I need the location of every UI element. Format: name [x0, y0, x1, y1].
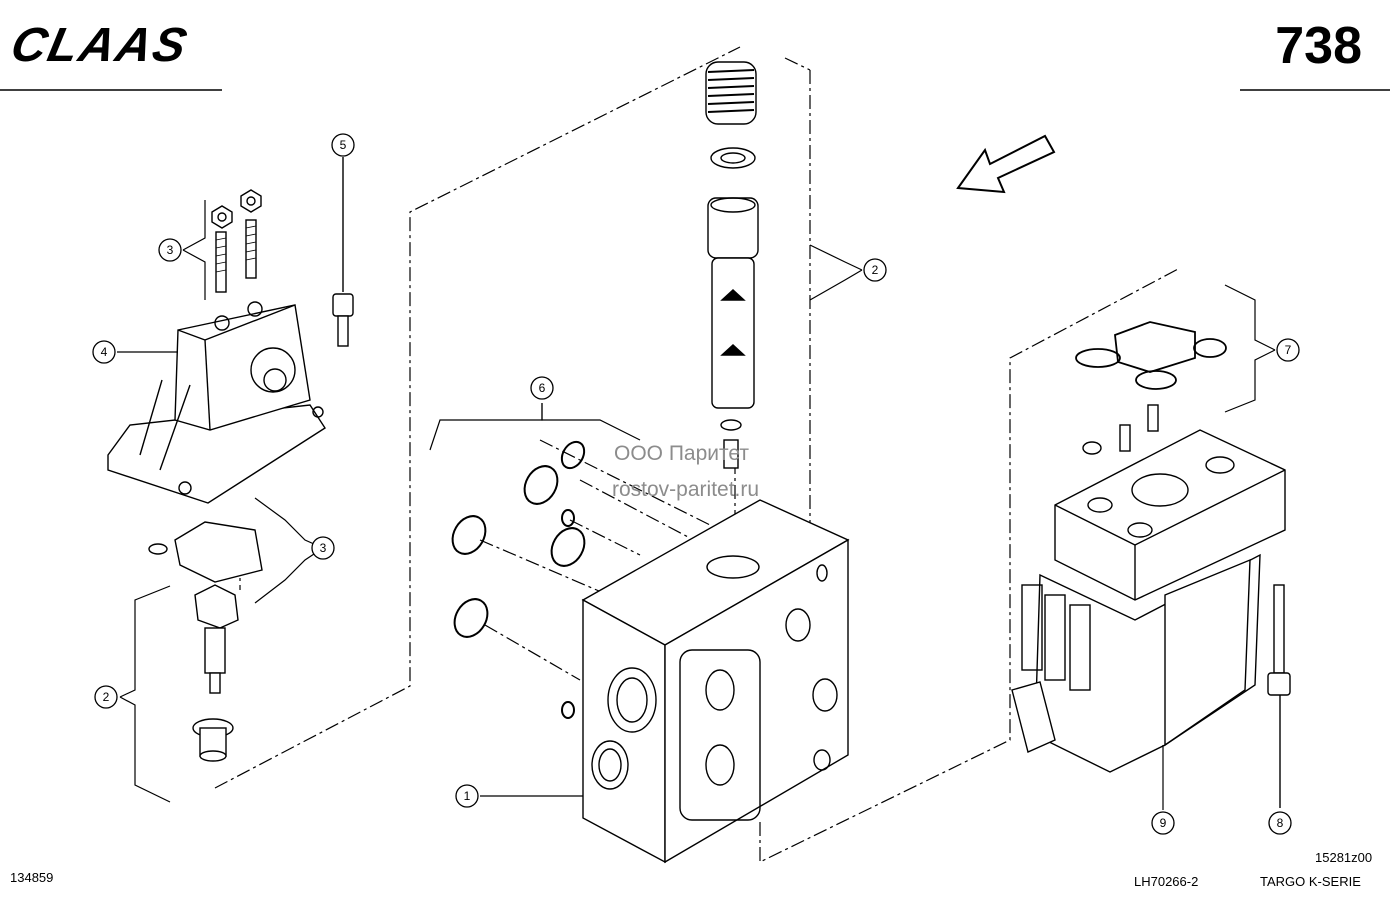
callout-6	[530, 376, 554, 400]
page-number: 738	[1275, 17, 1362, 75]
callout-2-left	[94, 685, 118, 709]
series-name: TARGO K-SERIE	[1260, 874, 1361, 889]
gaskets-part-7	[1075, 321, 1227, 390]
callout-5	[331, 133, 355, 157]
callout-label-5: 5	[340, 138, 347, 152]
plunger-part-2-left	[192, 584, 239, 762]
figure-code: 15281z00	[1315, 850, 1373, 865]
drawing-reference: LH70266-2	[1134, 874, 1199, 889]
valve-block-part-1	[581, 499, 850, 864]
callout-4	[92, 340, 116, 364]
callout-label-4: 4	[101, 345, 108, 359]
callout-label-2-center: 2	[872, 263, 879, 277]
watermark-company: ООО Паритет	[614, 442, 750, 465]
top-cover-part-4	[107, 301, 326, 504]
callout-2-center	[863, 258, 887, 282]
callout-label-7: 7	[1285, 343, 1292, 357]
callout-9	[1151, 811, 1175, 835]
spool-assembly-part-2	[705, 61, 759, 469]
direction-arrow-icon	[956, 134, 1056, 194]
callout-labels: 1 2 2 3 3 4 5 6 7 8 9	[101, 138, 1292, 830]
solenoid-module-part-9	[1011, 404, 1286, 773]
o-rings-part-6	[451, 440, 586, 719]
bolt-part-5	[332, 157, 354, 347]
callout-3-bottom	[311, 536, 335, 560]
callout-label-3-top: 3	[167, 243, 174, 257]
watermark-url: rostov-paritet.ru	[612, 478, 760, 501]
long-bolt-part-8	[1267, 584, 1291, 808]
callout-label-6: 6	[539, 381, 546, 395]
callout-7	[1276, 338, 1300, 362]
callout-3-top	[158, 238, 182, 262]
callout-1	[455, 784, 479, 808]
left-code: 134859	[10, 870, 54, 885]
callout-label-1: 1	[464, 789, 471, 803]
callout-label-8: 8	[1277, 816, 1284, 830]
callout-label-3-bottom: 3	[320, 541, 327, 555]
studs-and-nuts-part-3	[148, 189, 263, 583]
callout-markers	[92, 133, 1300, 835]
callout-label-2-left: 2	[103, 690, 110, 704]
callout-label-9: 9	[1160, 816, 1167, 830]
callout-8	[1268, 811, 1292, 835]
